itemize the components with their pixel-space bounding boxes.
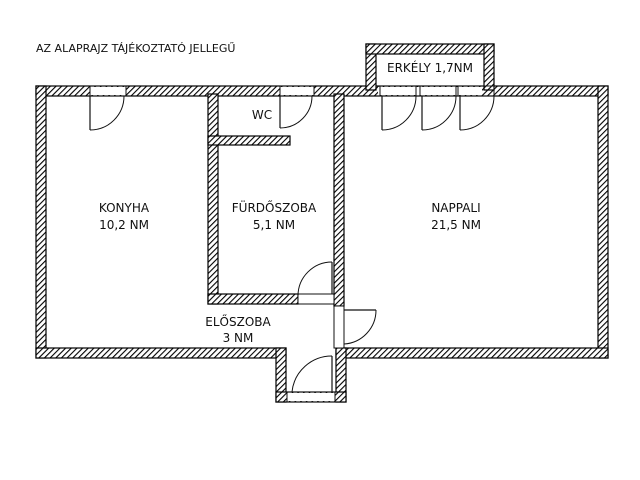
opening-wc — [280, 87, 314, 95]
wall-bath-left — [207, 93, 219, 305]
door-balcony-1 — [379, 85, 417, 131]
room-label-bathroom: FÜRDŐSZOBA — [232, 199, 317, 215]
opening-kitchen-top — [90, 87, 126, 95]
door-balcony-3 — [457, 85, 495, 131]
room-label-kitchen: KONYHA — [99, 201, 150, 215]
wall-right — [597, 85, 609, 359]
disclaimer-note: AZ ALAPRAJZ TÁJÉKOZTATÓ JELLEGŰ — [36, 41, 235, 55]
door-living — [333, 305, 377, 349]
wall-left — [35, 85, 47, 359]
wall-wc-bottom — [207, 135, 291, 146]
room-area-kitchen: 10,2 NM — [99, 218, 149, 232]
room-area-hall: 3 NM — [223, 331, 254, 345]
room-area-living: 21,5 NM — [431, 218, 481, 232]
wall-bottom-left — [35, 347, 287, 359]
exterior-walls — [35, 85, 609, 403]
room-label-hall: ELŐSZOBA — [205, 314, 271, 329]
balcony-wall-right — [483, 43, 495, 91]
door-kitchen — [89, 85, 127, 131]
opening-living — [335, 306, 343, 348]
room-labels: ERKÉLY 1,7NM WC KONYHA 10,2 NM FÜRDŐSZOB… — [99, 60, 481, 345]
wall-bath-bottom — [207, 293, 299, 305]
doors — [89, 85, 495, 403]
wall-bottom-right — [335, 347, 609, 359]
balcony-walls — [365, 43, 495, 91]
opening-bath — [298, 295, 334, 303]
door-bathroom — [297, 261, 335, 305]
wall-bath-right — [333, 93, 345, 307]
room-label-wc: WC — [252, 108, 272, 122]
opening-balcony — [378, 87, 482, 95]
room-label-living: NAPPALI — [431, 201, 480, 215]
interior-walls — [207, 93, 345, 307]
door-openings — [90, 87, 482, 401]
door-wc — [279, 85, 315, 129]
door-entrance — [286, 355, 336, 403]
room-area-bathroom: 5,1 NM — [253, 218, 295, 232]
door-balcony-2 — [419, 85, 457, 131]
opening-entry — [287, 393, 335, 401]
room-label-balcony: ERKÉLY 1,7NM — [387, 60, 473, 75]
balcony-wall-top — [365, 43, 495, 55]
